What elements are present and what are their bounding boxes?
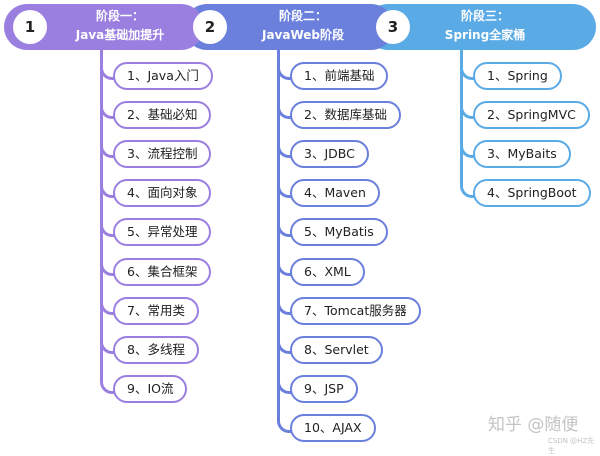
stage-3-number-badge: 3	[376, 10, 410, 44]
stage-2-number-badge: 2	[193, 10, 227, 44]
stage-title-line: 阶段三：	[460, 9, 509, 23]
stage-2-topic-item[interactable]: 4、Maven	[290, 179, 380, 208]
branch-connector	[277, 102, 294, 120]
stage-3-topic-item[interactable]: 2、SpringMVC	[473, 100, 590, 129]
stage-3-connector-line	[460, 50, 463, 186]
stage-1-topic-item[interactable]: 2、基础必知	[113, 100, 212, 129]
branch-connector	[460, 63, 477, 80]
stage-1-number-badge: 1	[13, 10, 47, 44]
stage-2-topic-item[interactable]: 2、数据库基础	[290, 100, 401, 129]
branch-connector	[100, 298, 117, 316]
watermark-csdn: CSDN @HZ先生	[548, 437, 595, 455]
stage-title-line: 阶段二：	[278, 9, 327, 23]
stage-2-title: 阶段二： JavaWeb阶段	[228, 7, 378, 45]
stage-1-topic-item[interactable]: 7、常用类	[113, 296, 199, 325]
stage-title-line: 阶段一：	[95, 9, 144, 23]
stage-2-topic-item[interactable]: 6、XML	[290, 257, 365, 286]
stage-1-topic-item[interactable]: 5、异常处理	[113, 218, 212, 247]
branch-connector	[100, 63, 117, 80]
stage-3-topic-item[interactable]: 1、Spring	[473, 61, 562, 90]
watermark-zhihu: 知乎 @随便	[488, 415, 579, 435]
branch-connector	[277, 219, 294, 237]
branch-connector	[460, 141, 477, 159]
branch-connector	[100, 337, 117, 355]
stage-2-connector-line	[277, 50, 280, 421]
branch-connector	[277, 63, 294, 80]
stage-2-topic-item[interactable]: 3、JDBC	[290, 139, 369, 168]
stage-1-topic-item[interactable]: 3、流程控制	[113, 139, 212, 168]
branch-connector	[277, 415, 294, 433]
stage-2-topic-item[interactable]: 1、前端基础	[290, 61, 389, 90]
stage-3-topic-item[interactable]: 4、SpringBoot	[473, 179, 591, 208]
branch-connector	[100, 376, 117, 394]
branch-connector	[277, 141, 294, 159]
branch-connector	[100, 259, 117, 276]
stage-1-topic-item[interactable]: 6、集合框架	[113, 257, 212, 286]
branch-connector	[100, 180, 117, 198]
branch-connector	[277, 298, 294, 316]
stage-2-topic-item[interactable]: 8、Servlet	[290, 335, 383, 364]
stage-subtitle-line: Java基础加提升	[75, 28, 165, 42]
branch-connector	[277, 376, 294, 394]
stage-3-topic-item[interactable]: 3、MyBaits	[473, 139, 571, 168]
stage-3-title: 阶段三： Spring全家桶	[410, 7, 560, 45]
stage-1-title: 阶段一： Java基础加提升	[45, 7, 195, 45]
stage-2-topic-item[interactable]: 10、AJAX	[290, 414, 376, 443]
stage-1-topic-item[interactable]: 8、多线程	[113, 335, 199, 364]
branch-connector	[277, 259, 294, 276]
stage-2-topic-item[interactable]: 5、MyBatis	[290, 218, 388, 247]
branch-connector	[460, 102, 477, 120]
branch-connector	[460, 180, 477, 198]
stage-2-topic-item[interactable]: 9、JSP	[290, 375, 358, 404]
branch-connector	[277, 337, 294, 355]
branch-connector	[100, 141, 117, 159]
branch-connector	[100, 219, 117, 237]
stage-subtitle-line: Spring全家桶	[444, 28, 526, 42]
stage-1-topic-item[interactable]: 4、面向对象	[113, 179, 212, 208]
stage-2-topic-item[interactable]: 7、Tomcat服务器	[290, 296, 421, 325]
stage-subtitle-line: JavaWeb阶段	[261, 28, 345, 42]
branch-connector	[100, 102, 117, 120]
branch-connector	[277, 180, 294, 198]
stage-1-topic-item[interactable]: 1、Java入门	[113, 61, 213, 90]
stage-1-topic-item[interactable]: 9、IO流	[113, 375, 188, 404]
stage-1-connector-line	[100, 50, 103, 382]
